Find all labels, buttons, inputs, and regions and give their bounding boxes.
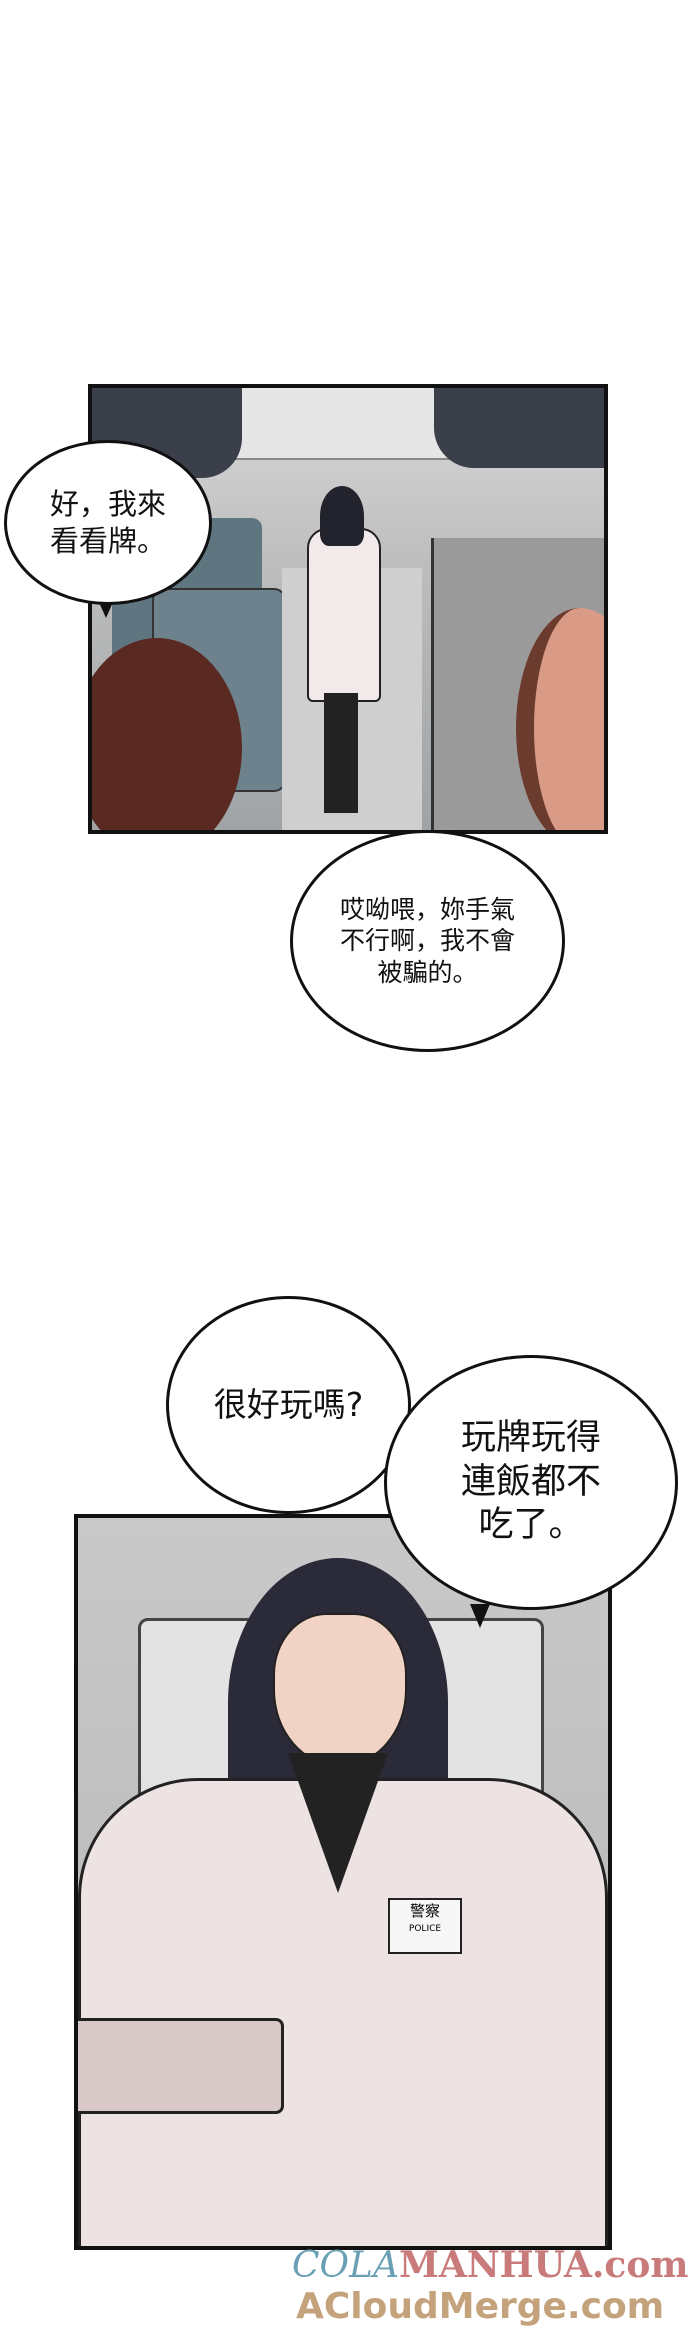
watermark-cola: COLA bbox=[292, 2245, 399, 2286]
speech-text: 很好玩嗎? bbox=[213, 1385, 364, 1425]
speech-bubble: 好，我來 看看牌。 bbox=[4, 440, 212, 605]
police-badge: 警察 POLICE bbox=[388, 1898, 462, 1954]
tray bbox=[78, 2018, 284, 2114]
comic-panel-policewoman: 警察 POLICE bbox=[74, 1514, 612, 2250]
comic-panel-train-aisle bbox=[88, 384, 608, 834]
badge-subtext: POLICE bbox=[408, 1924, 442, 1934]
watermark-acloudmerge: ACloudMerge.com bbox=[296, 2286, 665, 2327]
speech-bubble: 玩牌玩得 連飯都不 吃了。 bbox=[384, 1355, 678, 1610]
badge-text: 警察 bbox=[409, 1902, 440, 1920]
woman-figure-legs bbox=[324, 693, 358, 813]
speech-bubble: 很好玩嗎? bbox=[166, 1296, 411, 1514]
woman-figure-coat bbox=[307, 528, 381, 702]
passenger-head-left bbox=[92, 638, 242, 830]
watermark-manhua: MANHUA.com bbox=[398, 2244, 689, 2286]
speech-bubble: 哎呦喂，妳手氣 不行啊，我不會 被騙的。 bbox=[290, 830, 565, 1052]
watermark-colamanhua: COLAMANHUA.com bbox=[292, 2244, 688, 2286]
luggage-rack-right bbox=[434, 388, 604, 468]
face bbox=[273, 1613, 407, 1767]
speech-text: 哎呦喂，妳手氣 不行啊，我不會 被騙的。 bbox=[339, 895, 515, 987]
speech-bubble-tail bbox=[470, 1604, 490, 1628]
speech-text: 玩牌玩得 連飯都不 吃了。 bbox=[460, 1417, 601, 1546]
speech-text: 好，我來 看看牌。 bbox=[49, 487, 166, 558]
woman-figure-hair bbox=[320, 486, 364, 546]
